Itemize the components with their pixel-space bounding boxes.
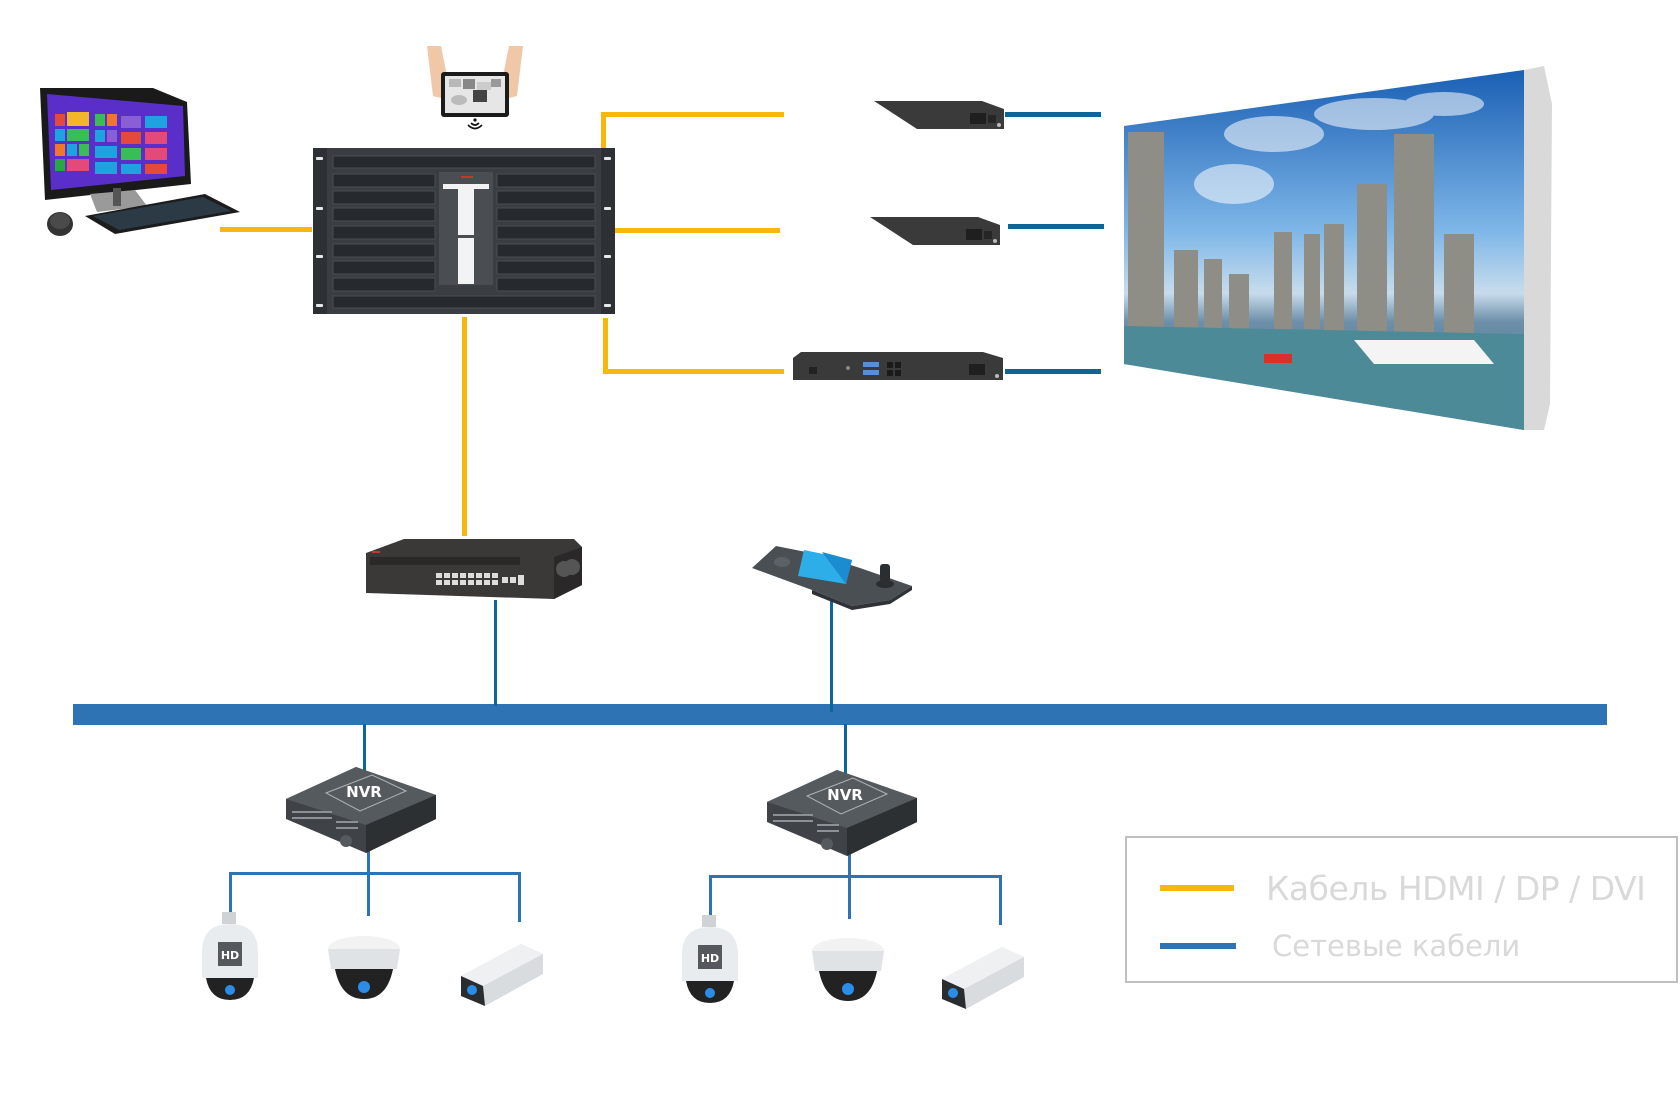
output-wire-1 [1005, 112, 1101, 117]
hdmi-wire-to-decoder [462, 317, 467, 536]
output-wire-2 [1008, 224, 1104, 229]
hdmi-wire-middle [615, 228, 780, 233]
hdmi-wire-top-riser [601, 112, 606, 148]
tablet-icon [425, 46, 525, 141]
legend: Кабель HDMI / DP / DVI Сетевые кабели [1125, 836, 1678, 983]
nvr-recorder: NVR [765, 770, 919, 860]
bullet-camera-icon [455, 940, 545, 1010]
legend-label-hdmi: Кабель HDMI / DP / DVI [1266, 868, 1646, 908]
sending-card-icon [872, 99, 1004, 129]
output-wire-3 [1005, 369, 1101, 374]
matrix-switcher-icon [313, 146, 615, 316]
bullet-camera-icon [936, 943, 1026, 1013]
net-wire-nvr2 [844, 724, 847, 781]
hd-badge: HD [701, 952, 719, 965]
ptz-dome-camera-icon: HD [676, 915, 744, 1007]
legend-swatch-network [1160, 943, 1236, 949]
network-bus [73, 704, 1607, 725]
cam-branch-1-h [229, 872, 520, 875]
sending-card-icon [793, 350, 1003, 380]
net-wire-nvr1 [363, 724, 366, 781]
network-keyboard-icon [752, 540, 912, 612]
desktop-computer-icon [35, 84, 245, 244]
nvr-recorder: NVR [284, 767, 438, 857]
cam-branch-2-b [848, 840, 851, 919]
cam-branch-1-c [518, 872, 521, 922]
led-display-icon [1124, 64, 1552, 434]
cam-branch-1-b [367, 840, 370, 916]
nvr-label: NVR [827, 786, 863, 804]
hdmi-wire-top [601, 112, 784, 117]
legend-item-network: Сетевые кабели [1127, 926, 1520, 966]
legend-swatch-hdmi [1160, 885, 1234, 891]
net-wire-keyboard [830, 600, 833, 712]
nvr-label: NVR [346, 783, 382, 801]
ptz-dome-camera-icon: HD [196, 912, 264, 1004]
dome-camera-icon [811, 937, 885, 1005]
hdmi-wire-bottom-drop [603, 318, 608, 374]
sending-card-icon [868, 215, 1000, 245]
wifi-icon [467, 117, 483, 131]
video-decoder-icon [364, 537, 584, 605]
hdmi-wire-pc [220, 227, 312, 232]
legend-item-hdmi: Кабель HDMI / DP / DVI [1127, 868, 1646, 908]
cam-branch-2-h [709, 875, 1002, 878]
cam-branch-2-a [709, 875, 712, 919]
hdmi-wire-bottom [603, 369, 784, 374]
net-wire-decoder [494, 600, 497, 706]
dome-camera-icon [327, 935, 401, 1003]
cam-branch-2-c [999, 875, 1002, 925]
legend-label-network: Сетевые кабели [1272, 929, 1521, 963]
cam-branch-1-a [229, 872, 232, 916]
hd-badge: HD [221, 949, 239, 962]
